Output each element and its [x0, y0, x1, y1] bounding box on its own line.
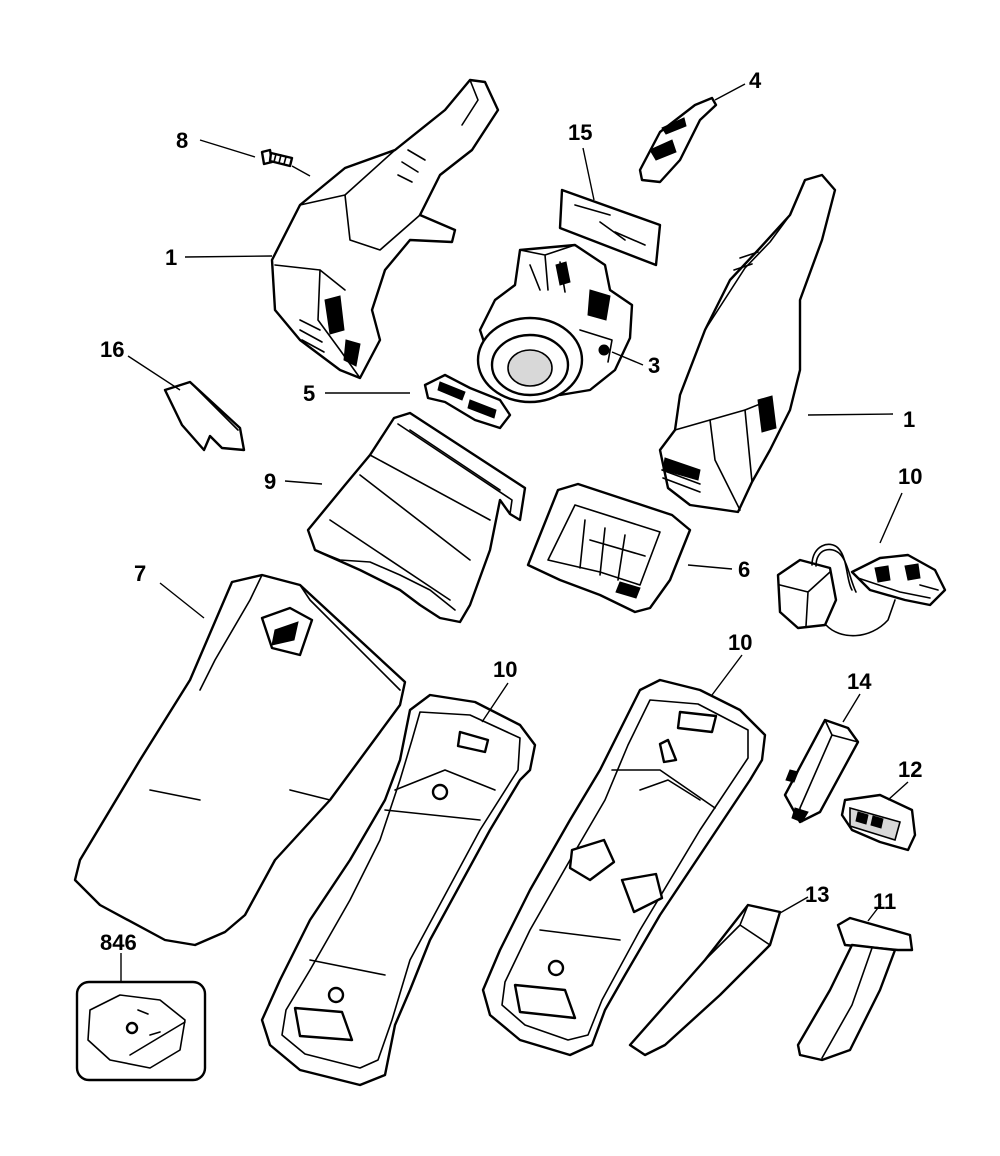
callout-10-right: 10	[728, 630, 752, 655]
part-3-motor	[476, 243, 634, 404]
leader-6	[687, 564, 733, 570]
leader-14	[842, 693, 861, 723]
part-9-dust-bag	[306, 411, 527, 624]
callout-15: 15	[568, 120, 592, 145]
part-11-nozzle	[796, 916, 914, 1062]
part-6-filter-frame	[526, 482, 692, 614]
leader-15	[582, 147, 595, 201]
part-7-cover	[73, 573, 407, 947]
callout-labels: 8 1 15 4 3 1 16 5 9 6 10 7 10 10 14 12 1…	[100, 68, 922, 955]
callout-3: 3	[648, 353, 660, 378]
leader-1-right	[807, 413, 894, 416]
callout-6: 6	[738, 557, 750, 582]
callout-14: 14	[847, 669, 872, 694]
part-10-left-charging-base	[260, 693, 537, 1087]
callout-846: 846	[100, 930, 137, 955]
part-8-screw	[260, 148, 294, 168]
leader-7	[159, 582, 205, 619]
part-15-switch-plate	[558, 188, 662, 267]
leader-10-left	[481, 682, 509, 723]
callout-13: 13	[805, 882, 829, 907]
leader-lines	[120, 83, 909, 982]
callout-1-right: 1	[903, 407, 915, 432]
leader-1-left	[184, 255, 273, 258]
leader-10-right	[711, 654, 743, 696]
leader-13	[779, 896, 809, 914]
part-14-battery-pack	[783, 718, 860, 824]
leader-4	[714, 83, 746, 101]
callout-4: 4	[749, 68, 762, 93]
callout-7: 7	[134, 561, 146, 586]
leader-11	[867, 903, 882, 922]
part-5-latch	[423, 373, 512, 430]
callout-12: 12	[898, 757, 922, 782]
part-10-charger-adapter	[776, 543, 947, 637]
callout-9: 9	[264, 469, 276, 494]
leader-16	[127, 355, 181, 391]
part-846-hardware-kit	[75, 980, 207, 1082]
leader-12	[887, 781, 909, 801]
leader-8-b	[291, 165, 311, 177]
callout-16: 16	[100, 337, 124, 362]
callout-5: 5	[303, 381, 315, 406]
leader-10-cord	[879, 492, 903, 544]
callout-10-left: 10	[493, 657, 517, 682]
callout-10-cord: 10	[898, 464, 922, 489]
leader-3	[611, 351, 644, 366]
part-12-connector	[840, 793, 917, 852]
part-1-left-housing-half	[270, 78, 500, 380]
part-16-filter-label	[163, 380, 246, 452]
leader-9	[284, 480, 323, 485]
part-1-right-housing-half	[658, 173, 837, 514]
part-4-slide-button	[638, 96, 718, 184]
part-13-crevice-tool	[628, 903, 782, 1057]
callout-1-left: 1	[165, 245, 177, 270]
part-10-right-charging-base	[481, 678, 767, 1057]
callout-11: 11	[873, 889, 896, 914]
callout-8: 8	[176, 128, 188, 153]
leader-8	[199, 139, 256, 158]
